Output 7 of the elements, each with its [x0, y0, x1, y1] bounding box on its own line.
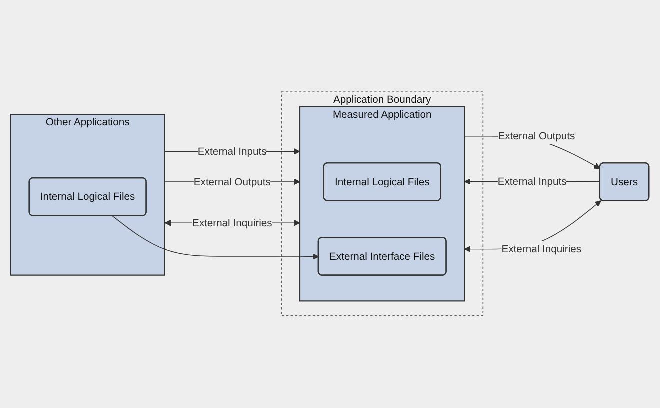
edge-label: External Inputs: [498, 175, 567, 188]
edge-label: External Inputs: [198, 145, 267, 158]
edge-label: External Outputs: [498, 130, 576, 142]
edge-label: External Inquiries: [192, 216, 272, 229]
edge-label: External Outputs: [194, 176, 271, 188]
edge-label: External Inquiries: [502, 242, 582, 255]
arrow: [112, 216, 320, 260]
